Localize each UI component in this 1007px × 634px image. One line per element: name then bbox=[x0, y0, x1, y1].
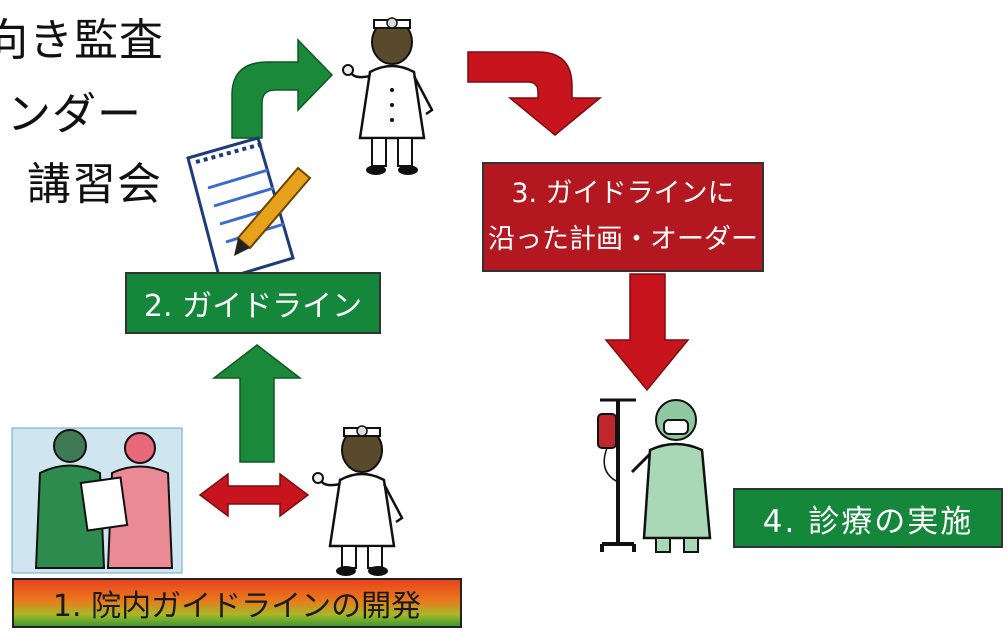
corner-text-block: 向き監査 ンダー 講習会 bbox=[0, 0, 200, 230]
curved-arrow-red bbox=[467, 51, 603, 136]
plan-order-label-line-2: 沿った計画・オーダー bbox=[488, 224, 758, 255]
guideline-label: 2. ガイドライン bbox=[125, 272, 381, 334]
doctor-icon bbox=[342, 17, 434, 175]
plan-order-label: 3. ガイドラインに 沿った計画・オーダー bbox=[482, 162, 764, 272]
plan-order-label-line-1: 3. ガイドラインに bbox=[511, 178, 735, 209]
guideline-development-label: 1. 院内ガイドラインの開発 bbox=[12, 578, 462, 628]
doctor-icon bbox=[312, 425, 404, 576]
surgeons-icon bbox=[11, 427, 183, 574]
up-arrow-green bbox=[211, 344, 303, 463]
corner-text-line-2: ンダー bbox=[7, 89, 142, 140]
corner-text-line-1: 向き監査 bbox=[0, 15, 164, 66]
down-arrow-red bbox=[604, 273, 690, 392]
corner-text-line-3: 講習会 bbox=[27, 159, 162, 210]
patient-iv-icon bbox=[597, 398, 712, 553]
care-delivery-label: 4. 診療の実施 bbox=[733, 488, 1003, 548]
double-arrow-red bbox=[198, 472, 310, 518]
curved-arrow-green bbox=[231, 38, 334, 139]
notepad-pen-icon bbox=[186, 136, 312, 282]
